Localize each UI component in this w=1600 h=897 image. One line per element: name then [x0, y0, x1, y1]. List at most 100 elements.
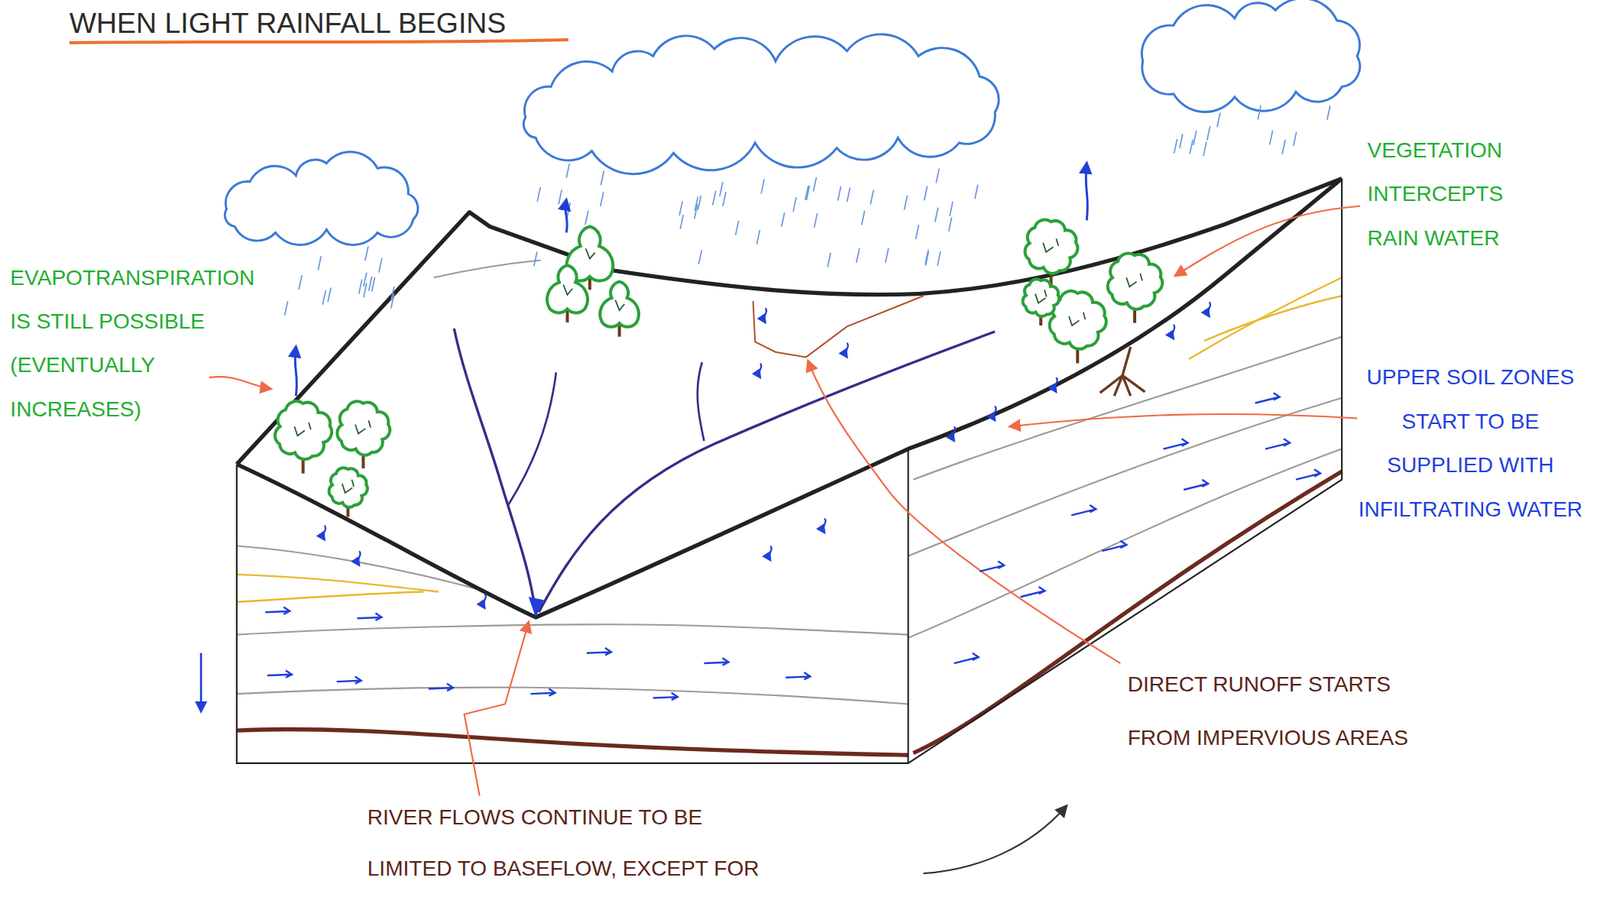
raindrop	[838, 186, 842, 201]
infiltration-arrow	[952, 426, 956, 441]
raindrop	[1257, 105, 1261, 120]
groundwater-flow	[1071, 505, 1096, 515]
cloud	[1141, 0, 1360, 112]
raindrop	[936, 168, 940, 184]
infiltration-arrow	[823, 518, 826, 533]
impervious-area	[753, 295, 924, 357]
raindrop	[378, 258, 383, 273]
raindrop	[558, 189, 562, 205]
raindrop	[566, 163, 570, 179]
groundwater-flow	[1101, 540, 1127, 551]
tree-shading	[1035, 289, 1047, 303]
raindrop	[369, 276, 373, 292]
callout-note: RIVER FLOWS CONTINUE TO BE LIMITED TO BA…	[367, 791, 778, 894]
soil-layer	[236, 624, 909, 635]
surface-edge	[236, 178, 1342, 618]
infiltration-arrow	[358, 550, 361, 566]
tree-shading	[1068, 312, 1086, 326]
tree-shading	[1042, 238, 1059, 252]
tree-crown	[547, 265, 588, 313]
raindrop	[1217, 113, 1221, 128]
deciduous-tree	[336, 401, 390, 469]
tree-crown	[1107, 253, 1163, 310]
raindrop	[322, 290, 326, 305]
infiltration-arrow	[483, 593, 486, 609]
raindrop	[680, 214, 684, 230]
tree-shading	[342, 479, 354, 493]
raindrop	[1203, 141, 1207, 156]
stream	[697, 362, 705, 441]
raindrop	[827, 252, 831, 268]
groundwater-flow	[954, 653, 979, 664]
tree-shading	[294, 422, 311, 436]
title-underline	[69, 39, 569, 43]
soil-layer	[913, 336, 1342, 480]
sand-layer	[1204, 295, 1342, 341]
raindrop	[856, 248, 860, 263]
stream	[508, 372, 557, 506]
raindrop	[712, 191, 716, 206]
raindrop	[1327, 105, 1331, 120]
raindrop	[847, 187, 851, 203]
raindrop	[537, 187, 541, 202]
soil-layer	[908, 449, 1343, 639]
snow-line	[434, 260, 541, 279]
raindrop	[735, 220, 739, 236]
raindrop	[1293, 131, 1297, 146]
deciduous-tree	[329, 467, 368, 517]
callout-note: EVAPOTRANSPIRATION IS STILL POSSIBLE (EV…	[9, 255, 281, 431]
raindrop	[298, 275, 302, 290]
infiltration-arrow	[1208, 301, 1211, 317]
generated-illustration	[224, 0, 1360, 700]
raindrop	[694, 204, 698, 219]
groundwater-flow	[428, 683, 454, 691]
raindrop	[566, 202, 571, 218]
raindrop	[391, 286, 395, 302]
infiltration-arrow	[1055, 377, 1058, 392]
sand-layer	[236, 592, 424, 603]
evapotranspiration-arrow	[1085, 163, 1088, 221]
tree-crown	[329, 467, 368, 508]
diagram-title: WHEN LIGHT RAINFALL BEGINS	[69, 6, 506, 41]
groundwater-flow	[265, 607, 290, 615]
tree-crown	[1023, 278, 1060, 317]
cloud	[523, 34, 999, 175]
tree-crown	[275, 401, 332, 460]
stream	[453, 328, 536, 615]
infiltration-arrow	[323, 525, 326, 541]
raindrop	[756, 229, 760, 245]
leader-arrow	[808, 361, 1121, 664]
bedrock-line	[236, 728, 909, 755]
raindrop	[372, 277, 376, 292]
tree-shading	[615, 300, 625, 311]
groundwater-flow	[530, 688, 555, 696]
evapotranspiration-arrow	[565, 200, 567, 234]
raindrop	[317, 255, 321, 271]
cloud	[224, 152, 418, 246]
raindrop	[359, 279, 363, 295]
groundwater-flow	[1162, 438, 1188, 449]
evapotranspiration-arrow	[294, 346, 297, 396]
raindrop	[697, 195, 701, 211]
tree-roots	[1100, 346, 1146, 396]
groundwater-flow	[1020, 586, 1045, 597]
block-edge	[906, 449, 909, 764]
raindrop	[600, 171, 604, 186]
groundwater-flow	[586, 647, 612, 655]
raindrop	[925, 251, 929, 266]
groundwater-flow	[703, 657, 729, 665]
groundwater-flow	[356, 613, 382, 621]
tree-shading	[586, 248, 596, 259]
infiltration-arrow	[769, 545, 772, 561]
raindrop	[698, 249, 702, 265]
raindrop	[1207, 126, 1211, 141]
groundwater-flow	[1183, 479, 1209, 490]
raindrop	[870, 190, 874, 205]
raindrop	[722, 191, 726, 207]
raindrop	[948, 217, 953, 232]
sand-layer	[236, 574, 439, 593]
raindrop	[1193, 130, 1197, 146]
raindrop	[903, 195, 907, 211]
